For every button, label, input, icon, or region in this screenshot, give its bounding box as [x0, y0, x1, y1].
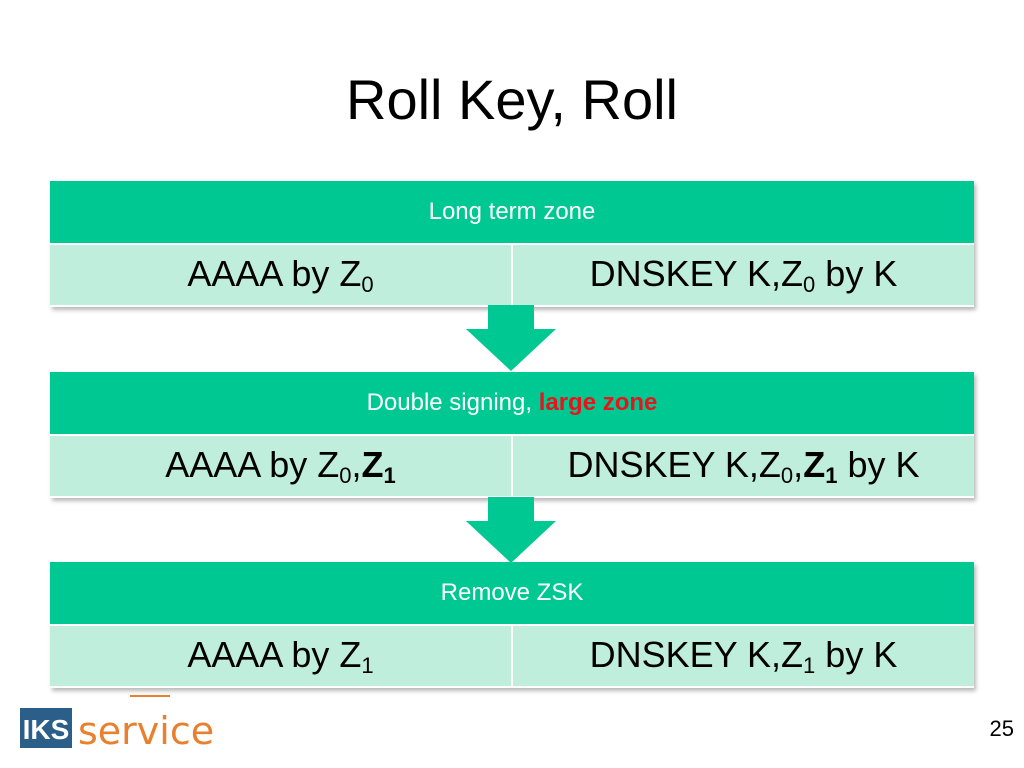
- stage-header: Long term zone: [50, 181, 974, 243]
- stage-double-signing: Double signing, large zone AAAA by Z0,Z1…: [50, 372, 974, 498]
- stage-long-term-zone: Long term zone AAAA by Z0 DNSKEY K,Z0 by…: [50, 181, 974, 307]
- zone-signing-cell: AAAA by Z0: [50, 245, 511, 305]
- stage-row: AAAA by Z0,Z1 DNSKEY K,Z0,Z1 by K: [50, 434, 974, 496]
- page-number: 25: [989, 716, 1014, 741]
- key-signing-cell: DNSKEY K,Z1 by K: [511, 626, 974, 686]
- stage-header: Double signing, large zone: [50, 372, 974, 434]
- key-signing-cell: DNSKEY K,Z0,Z1 by K: [511, 436, 974, 496]
- stage-header-highlight: large zone: [538, 389, 658, 416]
- zone-signing-cell: AAAA by Z0,Z1: [50, 436, 511, 496]
- svg-text:IKS: IKS: [23, 714, 70, 745]
- stage-row: AAAA by Z1 DNSKEY K,Z1 by K: [50, 624, 974, 686]
- down-arrow-icon: [466, 305, 556, 371]
- stage-remove-zsk: Remove ZSK AAAA by Z1 DNSKEY K,Z1 by K: [50, 562, 974, 688]
- svg-text:service: service: [78, 709, 214, 753]
- zone-signing-cell: AAAA by Z1: [50, 626, 511, 686]
- stage-header: Remove ZSK: [50, 562, 974, 624]
- key-signing-cell: DNSKEY K,Z0 by K: [511, 245, 974, 305]
- down-arrow-icon: [466, 497, 556, 563]
- stage-row: AAAA by Z0 DNSKEY K,Z0 by K: [50, 243, 974, 305]
- iks-service-logo: IKS service: [20, 695, 214, 753]
- slide-title: Roll Key, Roll: [346, 68, 678, 131]
